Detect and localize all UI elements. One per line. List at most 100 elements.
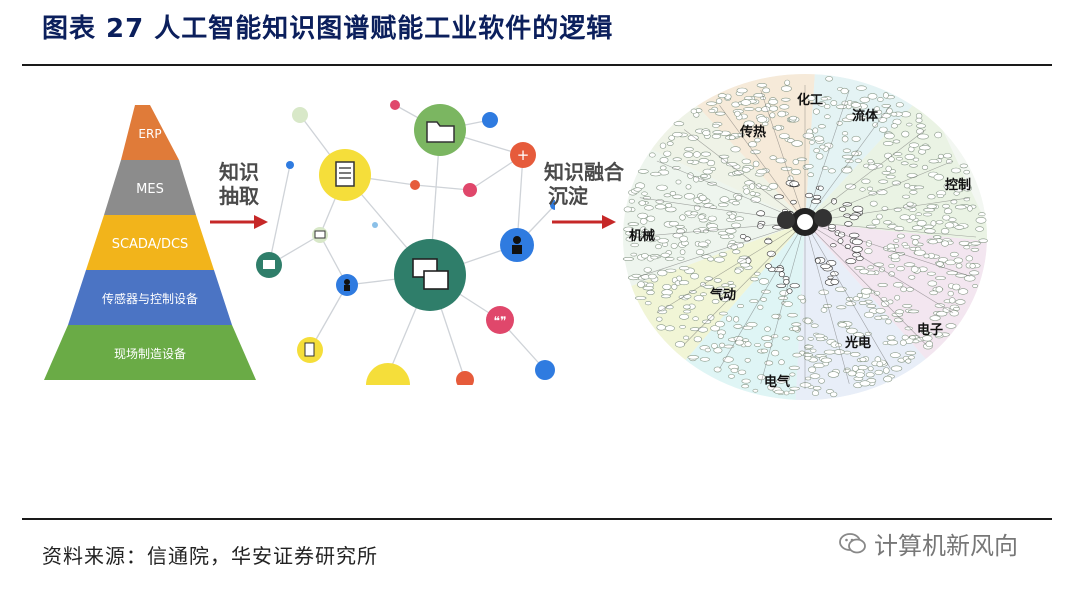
kg-node xyxy=(886,166,892,172)
kg-node xyxy=(638,169,648,173)
kg-node xyxy=(891,124,897,129)
kg-node xyxy=(779,272,784,277)
kg-node xyxy=(772,314,780,318)
kg-node xyxy=(842,136,848,142)
kg-label-chem: 化工 xyxy=(797,92,823,108)
kg-node xyxy=(772,335,778,338)
kg-node xyxy=(665,257,674,260)
kg-node xyxy=(756,108,762,112)
svg-text:❝❞: ❝❞ xyxy=(494,314,507,328)
kg-node xyxy=(897,266,905,271)
kg-node xyxy=(950,252,958,256)
kg-node xyxy=(665,326,674,331)
kg-node xyxy=(893,282,903,287)
kg-node xyxy=(731,223,740,228)
kg-node xyxy=(667,142,673,146)
kg-node xyxy=(779,360,785,365)
kg-node xyxy=(664,151,671,156)
kg-node xyxy=(846,297,853,301)
kg-node xyxy=(907,202,914,206)
kg-node xyxy=(662,290,673,296)
kg-node xyxy=(916,113,922,118)
kg-node xyxy=(819,379,825,384)
kg-node xyxy=(904,183,910,188)
kg-node xyxy=(781,86,791,92)
kg-node xyxy=(744,97,752,100)
kg-node xyxy=(631,253,637,256)
kg-node xyxy=(976,227,984,232)
kg-node xyxy=(778,296,787,299)
kg-node xyxy=(737,88,747,93)
kg-node xyxy=(912,239,918,245)
kg-node xyxy=(955,205,966,209)
kg-node xyxy=(673,195,683,199)
svg-text:+: + xyxy=(517,146,530,164)
kg-node xyxy=(691,212,698,215)
kg-node xyxy=(647,216,655,222)
kg-node xyxy=(714,257,724,262)
kg-node xyxy=(777,284,786,288)
kg-node xyxy=(734,316,739,322)
kg-node xyxy=(909,276,915,280)
kg-node xyxy=(850,215,859,220)
kg-node xyxy=(971,248,979,251)
kg-node xyxy=(698,242,708,247)
kg-node xyxy=(684,295,692,299)
kg-node xyxy=(629,199,634,203)
kg-node xyxy=(805,345,814,348)
kg-node xyxy=(824,104,830,108)
kg-node xyxy=(979,213,986,216)
kg-node xyxy=(665,207,676,212)
kg-node xyxy=(694,296,704,301)
kg-node xyxy=(657,325,666,331)
kg-node xyxy=(883,221,891,225)
kg-node xyxy=(767,251,775,256)
kg-node xyxy=(966,256,973,261)
kg-node xyxy=(742,167,750,172)
kg-node xyxy=(837,306,847,309)
kg-node xyxy=(749,184,754,190)
fuse-label-line2: 沉淀 xyxy=(544,184,624,208)
kg-node xyxy=(951,168,960,173)
kg-node xyxy=(798,295,805,300)
kg-node xyxy=(714,278,721,282)
kg-node xyxy=(783,337,790,340)
kg-node xyxy=(673,132,683,137)
kg-node xyxy=(762,336,772,341)
kg-node xyxy=(725,228,736,233)
kg-node xyxy=(831,279,839,284)
kg-node xyxy=(632,274,641,277)
kg-node xyxy=(805,377,811,380)
kg-node xyxy=(658,270,668,276)
kg-node xyxy=(683,305,690,309)
kg-node xyxy=(906,359,911,363)
kg-node xyxy=(720,197,729,203)
kg-node xyxy=(964,246,970,249)
kg-node xyxy=(853,206,863,212)
kg-node xyxy=(784,302,793,307)
kg-node xyxy=(805,193,812,198)
kg-node xyxy=(637,282,644,288)
kg-node xyxy=(699,158,709,163)
kg-node xyxy=(792,323,801,326)
kg-node xyxy=(901,162,908,165)
kg-node xyxy=(712,134,721,138)
kg-node xyxy=(716,112,726,115)
kg-node xyxy=(934,174,944,180)
kg-node xyxy=(741,100,751,106)
kg-node xyxy=(679,280,689,284)
kg-node xyxy=(922,165,928,169)
kg-node xyxy=(808,173,814,177)
kg-node xyxy=(735,217,744,221)
kg-node xyxy=(883,368,889,374)
kg-node xyxy=(935,132,942,138)
kg-node xyxy=(742,159,751,164)
kg-node xyxy=(910,164,918,167)
kg-node xyxy=(890,353,900,358)
kg-node xyxy=(960,164,968,168)
kg-node xyxy=(660,157,668,163)
kg-node xyxy=(645,301,651,305)
kg-node xyxy=(814,136,823,141)
kg-node xyxy=(628,223,639,226)
kg-node xyxy=(698,215,705,220)
